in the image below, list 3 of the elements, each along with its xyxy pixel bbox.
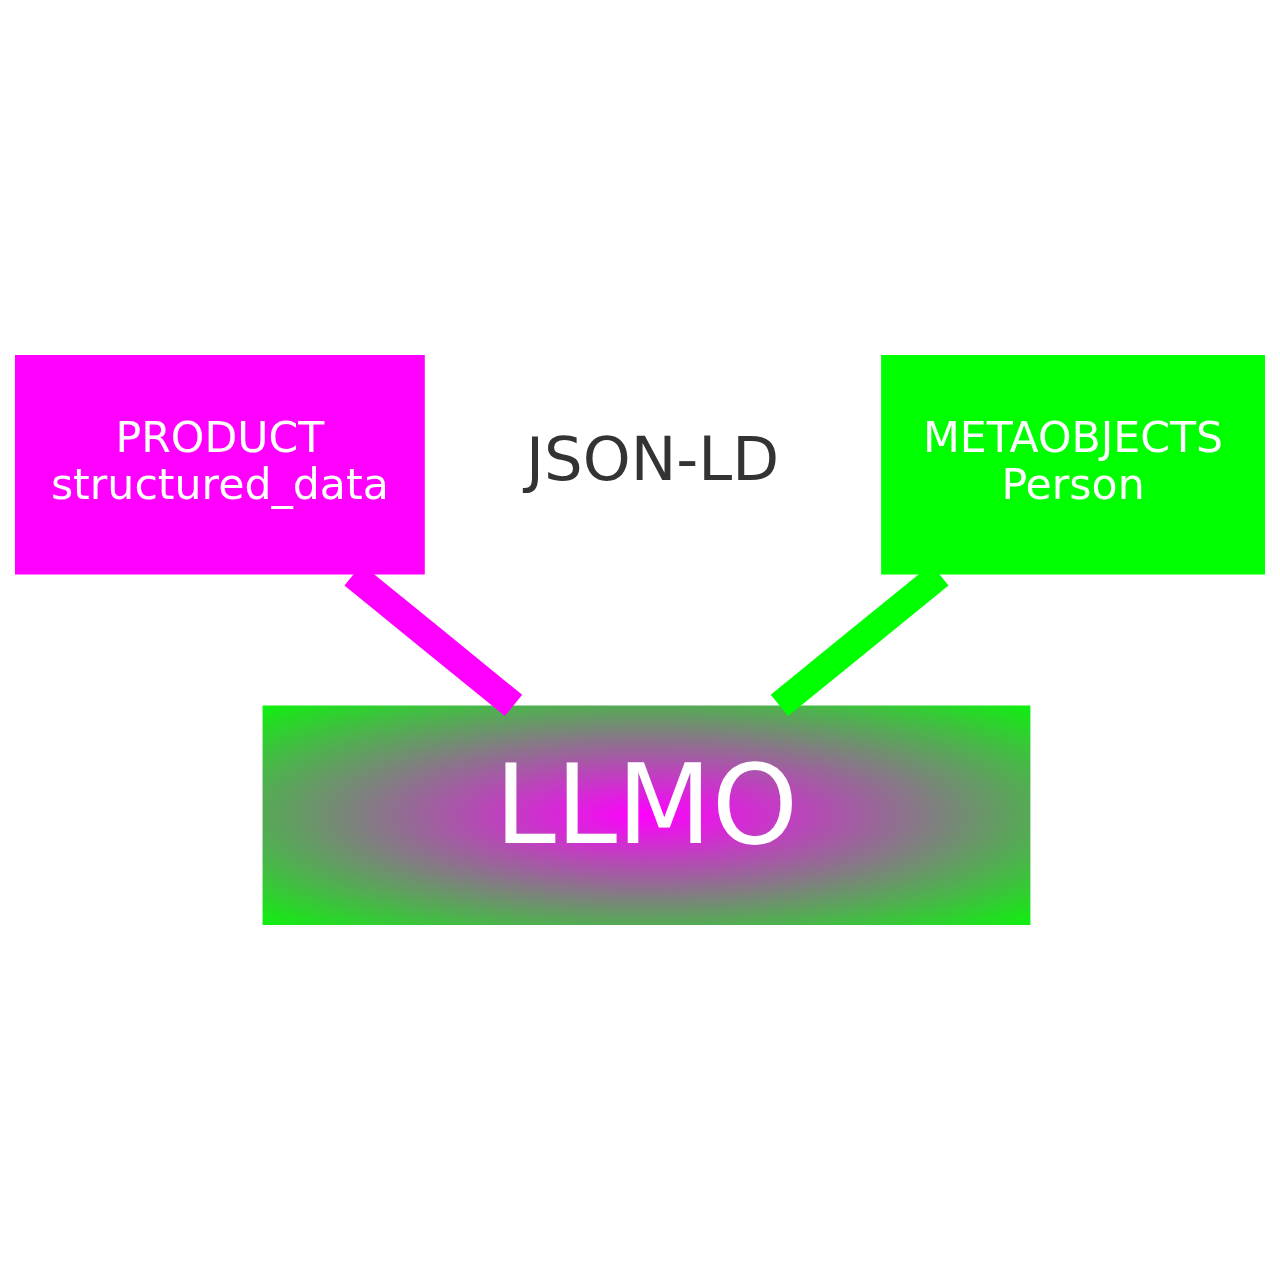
node-box: LLMO [262, 705, 1031, 925]
node-box: METAOBJECTS Person [881, 355, 1266, 575]
node-box: PRODUCT structured_data [14, 355, 425, 575]
